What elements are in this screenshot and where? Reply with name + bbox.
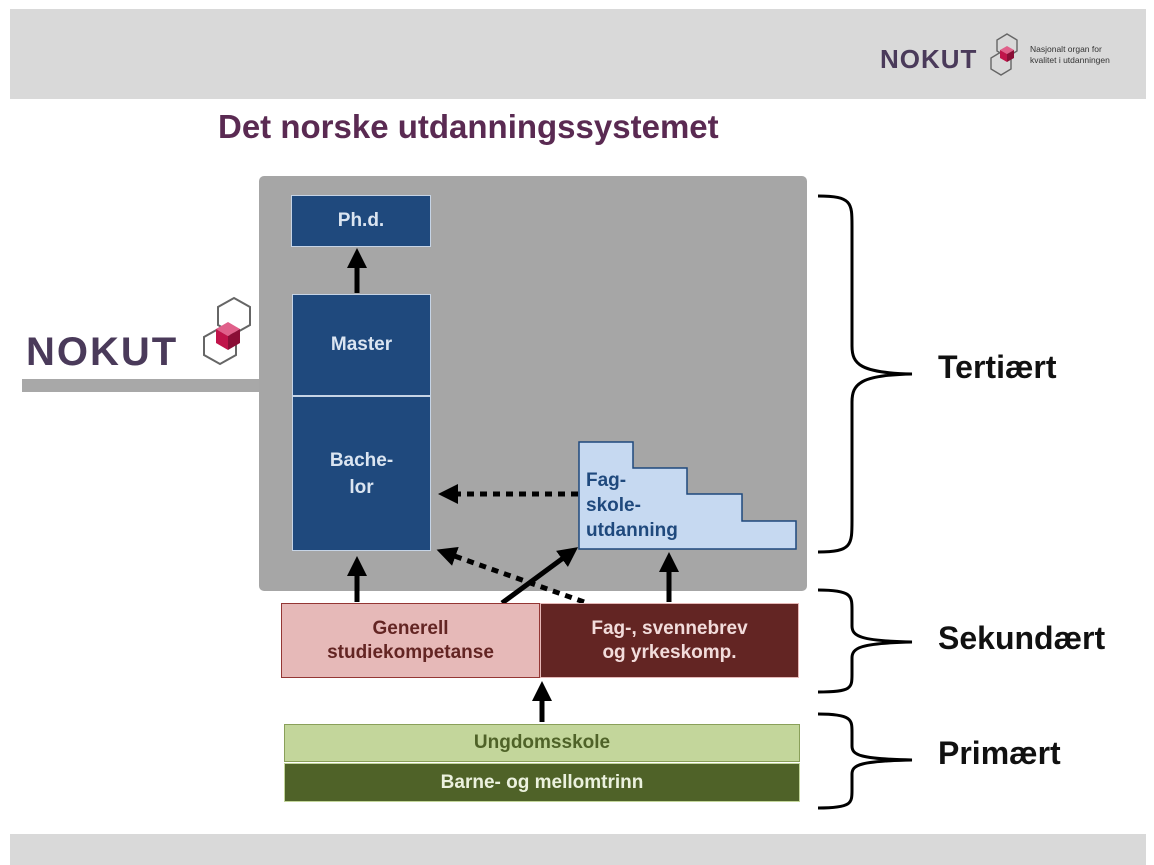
generell-studiekompetanse-box: Generell studiekompetanse bbox=[281, 603, 540, 678]
nokut-cube-icon bbox=[990, 33, 1018, 76]
fagskole-staircase bbox=[578, 441, 797, 550]
tagline-line-1: Nasjonalt organ for bbox=[1030, 44, 1102, 54]
fagskole-label: Fag- skole- utdanning bbox=[586, 468, 678, 543]
nokut-logo-header: NOKUT Nasjonalt organ for kvalitet i utd… bbox=[880, 32, 1142, 82]
fagskole-line-3: utdanning bbox=[586, 520, 678, 541]
barne-mellomtrinn-box: Barne- og mellomtrinn bbox=[284, 763, 800, 802]
arrow-generell-to-fagskole bbox=[500, 547, 579, 606]
level-tertiary-label: Tertiært bbox=[938, 349, 1057, 385]
side-logo-bar bbox=[22, 379, 262, 392]
nokut-logo-side: NOKUT bbox=[22, 296, 262, 392]
logo-tagline: Nasjonalt organ for kvalitet i utdanning… bbox=[1030, 44, 1110, 66]
bachelor-line-2: lor bbox=[349, 476, 374, 498]
header-band bbox=[10, 9, 1146, 99]
nokut-cube-icon bbox=[203, 296, 251, 366]
logo-text: NOKUT bbox=[880, 44, 978, 74]
footer-band bbox=[10, 834, 1146, 865]
fagbrev-box: Fag-, svennebrev og yrkeskomp. bbox=[540, 603, 799, 678]
curly-brace-icon bbox=[817, 194, 913, 554]
dotted-arrow-fagbrev-to-bachelor bbox=[436, 546, 585, 605]
bachelor-box: Bache- lor bbox=[292, 396, 431, 551]
tagline-line-2: kvalitet i utdanningen bbox=[1030, 55, 1110, 65]
level-primary-label: Primært bbox=[938, 735, 1061, 771]
generell-line-1: Generell bbox=[372, 617, 449, 639]
page-title: Det norske utdanningssystemet bbox=[218, 108, 719, 145]
fagbrev-line-1: Fag-, svennebrev bbox=[591, 617, 748, 639]
phd-box: Ph.d. bbox=[291, 195, 431, 247]
curly-brace-icon bbox=[817, 588, 913, 694]
generell-line-2: studiekompetanse bbox=[327, 641, 494, 663]
master-box: Master bbox=[292, 294, 431, 396]
bachelor-line-1: Bache- bbox=[329, 449, 394, 471]
fagbrev-line-2: og yrkeskomp. bbox=[602, 641, 737, 663]
curly-brace-icon bbox=[817, 712, 913, 810]
fagskole-line-2: skole- bbox=[586, 495, 641, 516]
level-secondary-label: Sekundært bbox=[938, 620, 1106, 656]
ungdomsskole-box: Ungdomsskole bbox=[284, 724, 800, 762]
side-logo-text: NOKUT bbox=[26, 330, 179, 374]
fagskole-line-1: Fag- bbox=[586, 470, 627, 491]
